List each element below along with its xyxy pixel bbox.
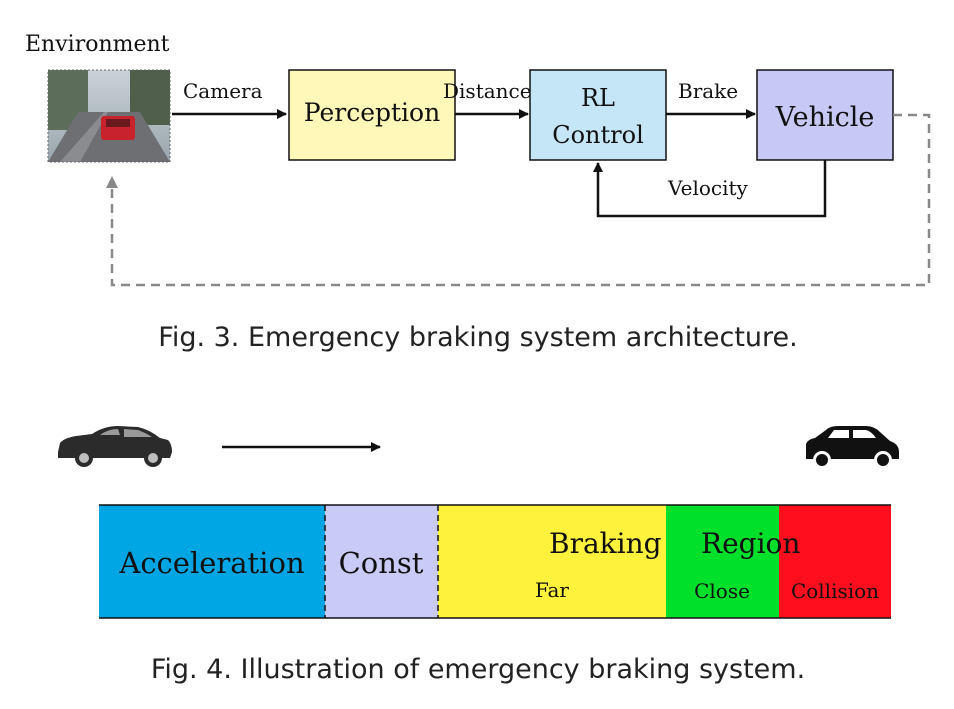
fig3-caption: Fig. 3. Emergency braking system archite… (158, 322, 797, 353)
far-label: Far (535, 578, 569, 602)
environment-feedback-arrow (106, 113, 931, 287)
region-label: Region (701, 527, 800, 560)
fig4-caption: Fig. 4. Illustration of emergency brakin… (151, 654, 805, 685)
far-segment (438, 505, 666, 618)
perception-label: Perception (304, 98, 440, 127)
rl-control-box (529, 69, 667, 161)
brake-label: Brake (678, 79, 738, 103)
camera-label: Camera (183, 79, 263, 103)
perception-box (288, 69, 456, 161)
hatchback-car-icon (806, 426, 899, 469)
acceleration-label: Acceleration (118, 546, 304, 580)
const-label: Const (339, 546, 424, 580)
camera-image (47, 69, 171, 163)
rl-control-label-line2: Control (552, 121, 644, 149)
environment-label: Environment (25, 32, 170, 57)
velocity-feedback-arrow (593, 160, 827, 218)
collision-label: Collision (791, 579, 879, 603)
braking-label: Braking (549, 527, 662, 560)
acceleration-segment (99, 505, 325, 618)
close-label: Close (694, 579, 750, 603)
sedan-car-icon (58, 426, 172, 467)
collision-segment (779, 505, 891, 618)
const-segment (325, 505, 438, 618)
rl-control-label-line1: RL (581, 84, 615, 112)
velocity-label: Velocity (667, 176, 749, 200)
vehicle-label: Vehicle (775, 102, 875, 133)
distance-label: Distance (443, 79, 532, 103)
close-segment (666, 505, 779, 618)
